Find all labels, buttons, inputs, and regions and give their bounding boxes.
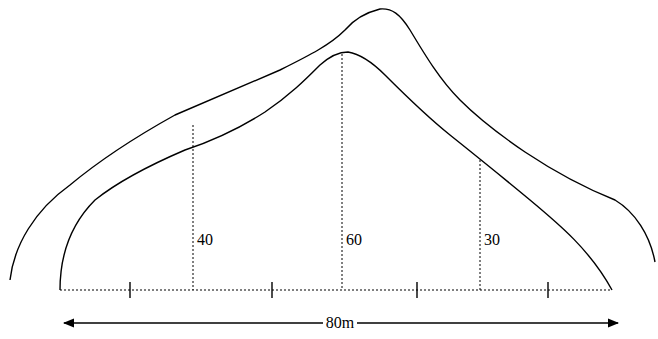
offset-dimension: 40 — [197, 231, 213, 249]
inner-boundary — [60, 52, 612, 290]
outer-boundary — [10, 9, 655, 280]
offset-lines — [193, 54, 480, 290]
offset-dimension: 30 — [484, 231, 500, 249]
length-dimension: 80m — [323, 314, 357, 332]
base-line — [60, 290, 612, 291]
offset-dimension: 60 — [346, 231, 362, 249]
